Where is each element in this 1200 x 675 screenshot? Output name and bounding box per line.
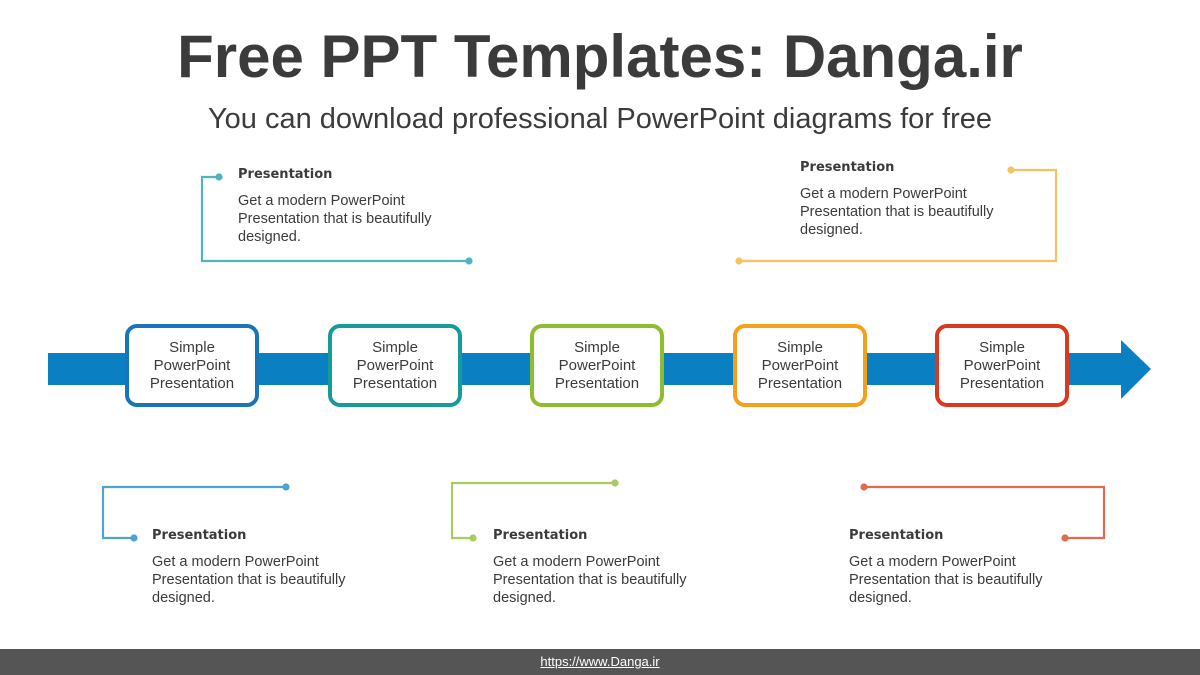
callout-connectors — [101, 166, 1106, 542]
footer-link[interactable]: https://www.Danga.ir — [540, 654, 660, 669]
connector-dot — [282, 483, 290, 491]
callout-body: Get a modern PowerPoint Presentation tha… — [152, 554, 346, 606]
connector-dot — [215, 173, 223, 181]
connector-dot — [469, 534, 477, 542]
page-title: Free PPT Templates: Danga.ir — [177, 23, 1023, 90]
connector-dot — [611, 479, 619, 487]
page-subtitle: You can download professional PowerPoint… — [207, 103, 992, 135]
callout-bottom-2: Presentation Get a modern PowerPoint Pre… — [493, 528, 723, 607]
connector-dot — [860, 483, 868, 491]
connector-dot — [1007, 166, 1015, 174]
connector-dot — [1061, 534, 1069, 542]
callout-title: Presentation — [238, 167, 333, 182]
callout-bottom-3: Presentation Get a modern PowerPoint Pre… — [849, 528, 1079, 607]
callout-bottom-1: Presentation Get a modern PowerPoint Pre… — [152, 528, 382, 607]
connector-dot — [465, 257, 473, 265]
callout-title: Presentation — [493, 528, 588, 543]
connector-line — [864, 485, 1106, 540]
callout-body: Get a modern PowerPoint Presentation tha… — [800, 186, 994, 238]
connector-line — [101, 485, 286, 540]
callout-title: Presentation — [152, 528, 247, 543]
connector-line — [739, 168, 1058, 263]
callout-title: Presentation — [849, 528, 944, 543]
callout-body: Get a modern PowerPoint Presentation tha… — [849, 554, 1043, 606]
connector-dot — [735, 257, 743, 265]
callout-top-1: Presentation Get a modern PowerPoint Pre… — [238, 167, 468, 246]
callout-body: Get a modern PowerPoint Presentation tha… — [493, 554, 687, 606]
connector-line — [450, 481, 615, 540]
callout-body: Get a modern PowerPoint Presentation tha… — [238, 193, 432, 245]
callout-top-2: Presentation Get a modern PowerPoint Pre… — [800, 160, 1030, 239]
callout-title: Presentation — [800, 160, 895, 175]
connector-line — [200, 175, 469, 263]
footer-bar: https://www.Danga.ir — [0, 649, 1200, 675]
connector-dot — [130, 534, 138, 542]
